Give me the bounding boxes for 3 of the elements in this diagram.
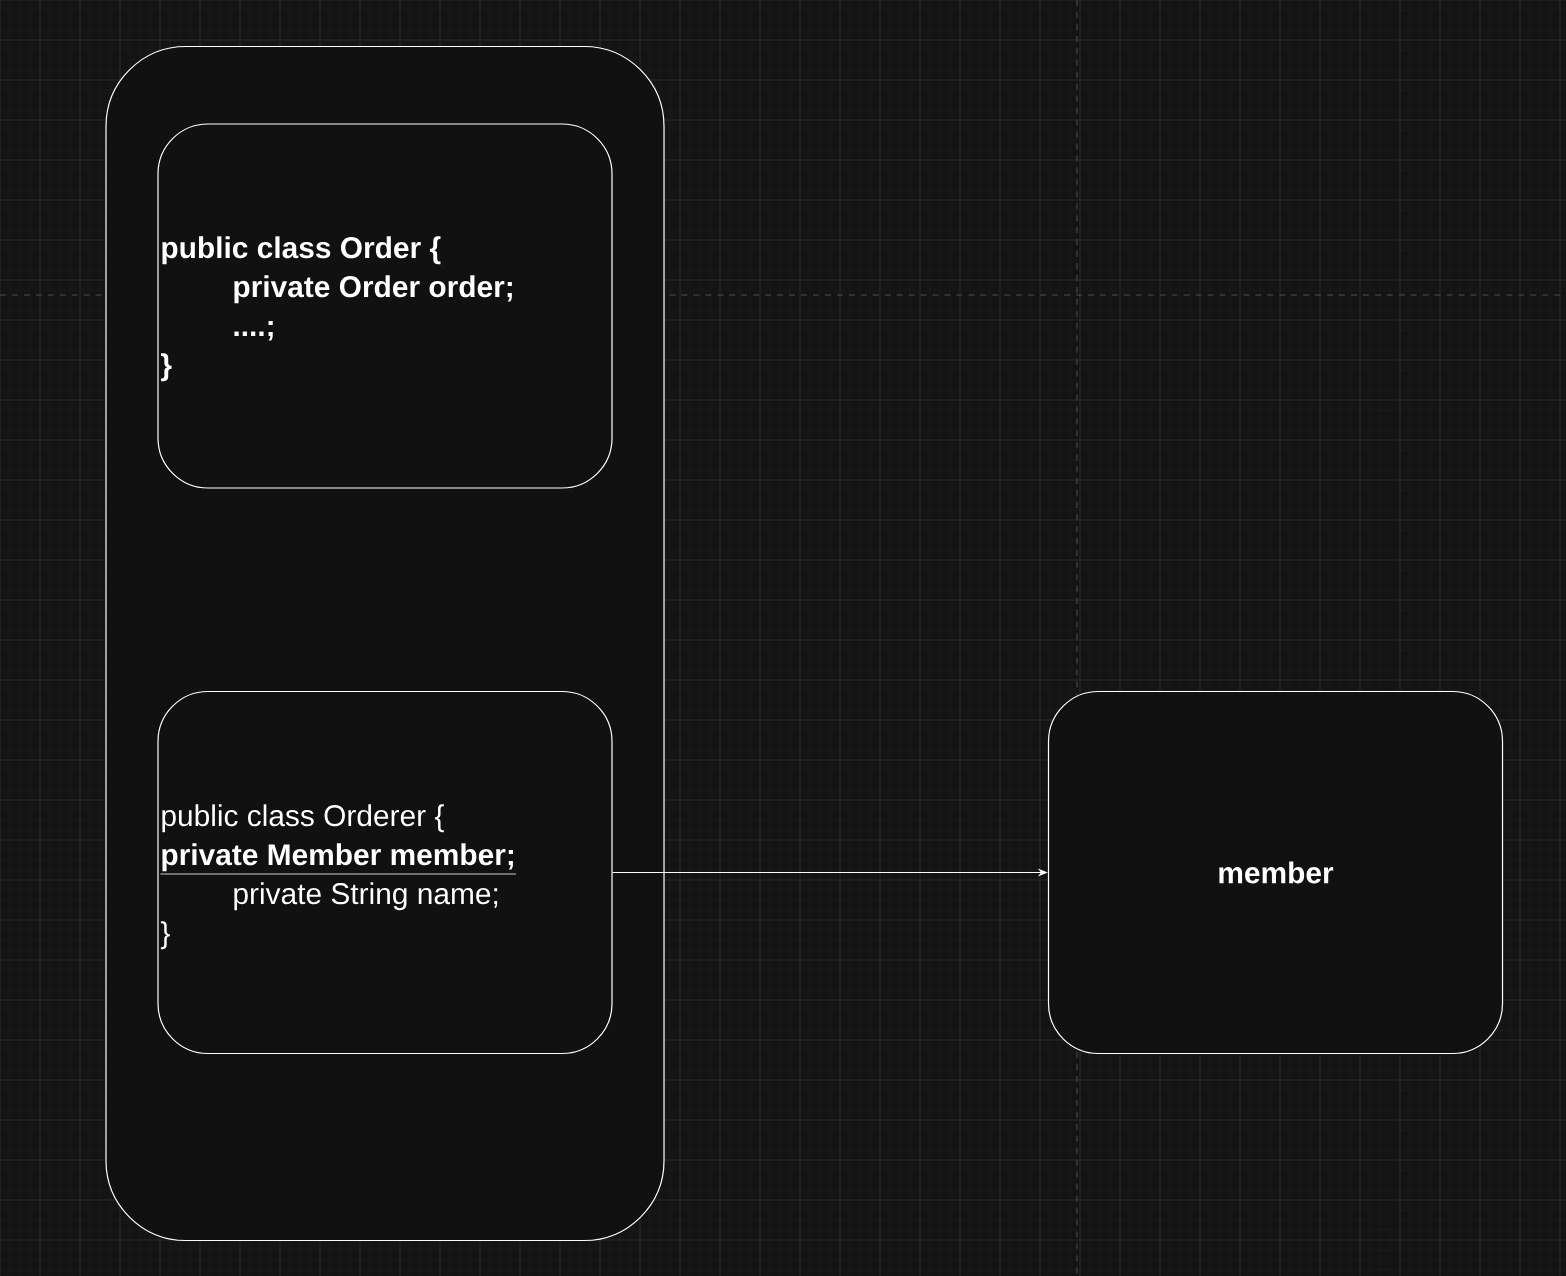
code-box: public class Order { private Order order; ....; }: [157, 123, 613, 489]
entity-box: member: [1047, 690, 1504, 1055]
code-box: public class Orderer { private Member member; private String name; }: [157, 690, 613, 1055]
